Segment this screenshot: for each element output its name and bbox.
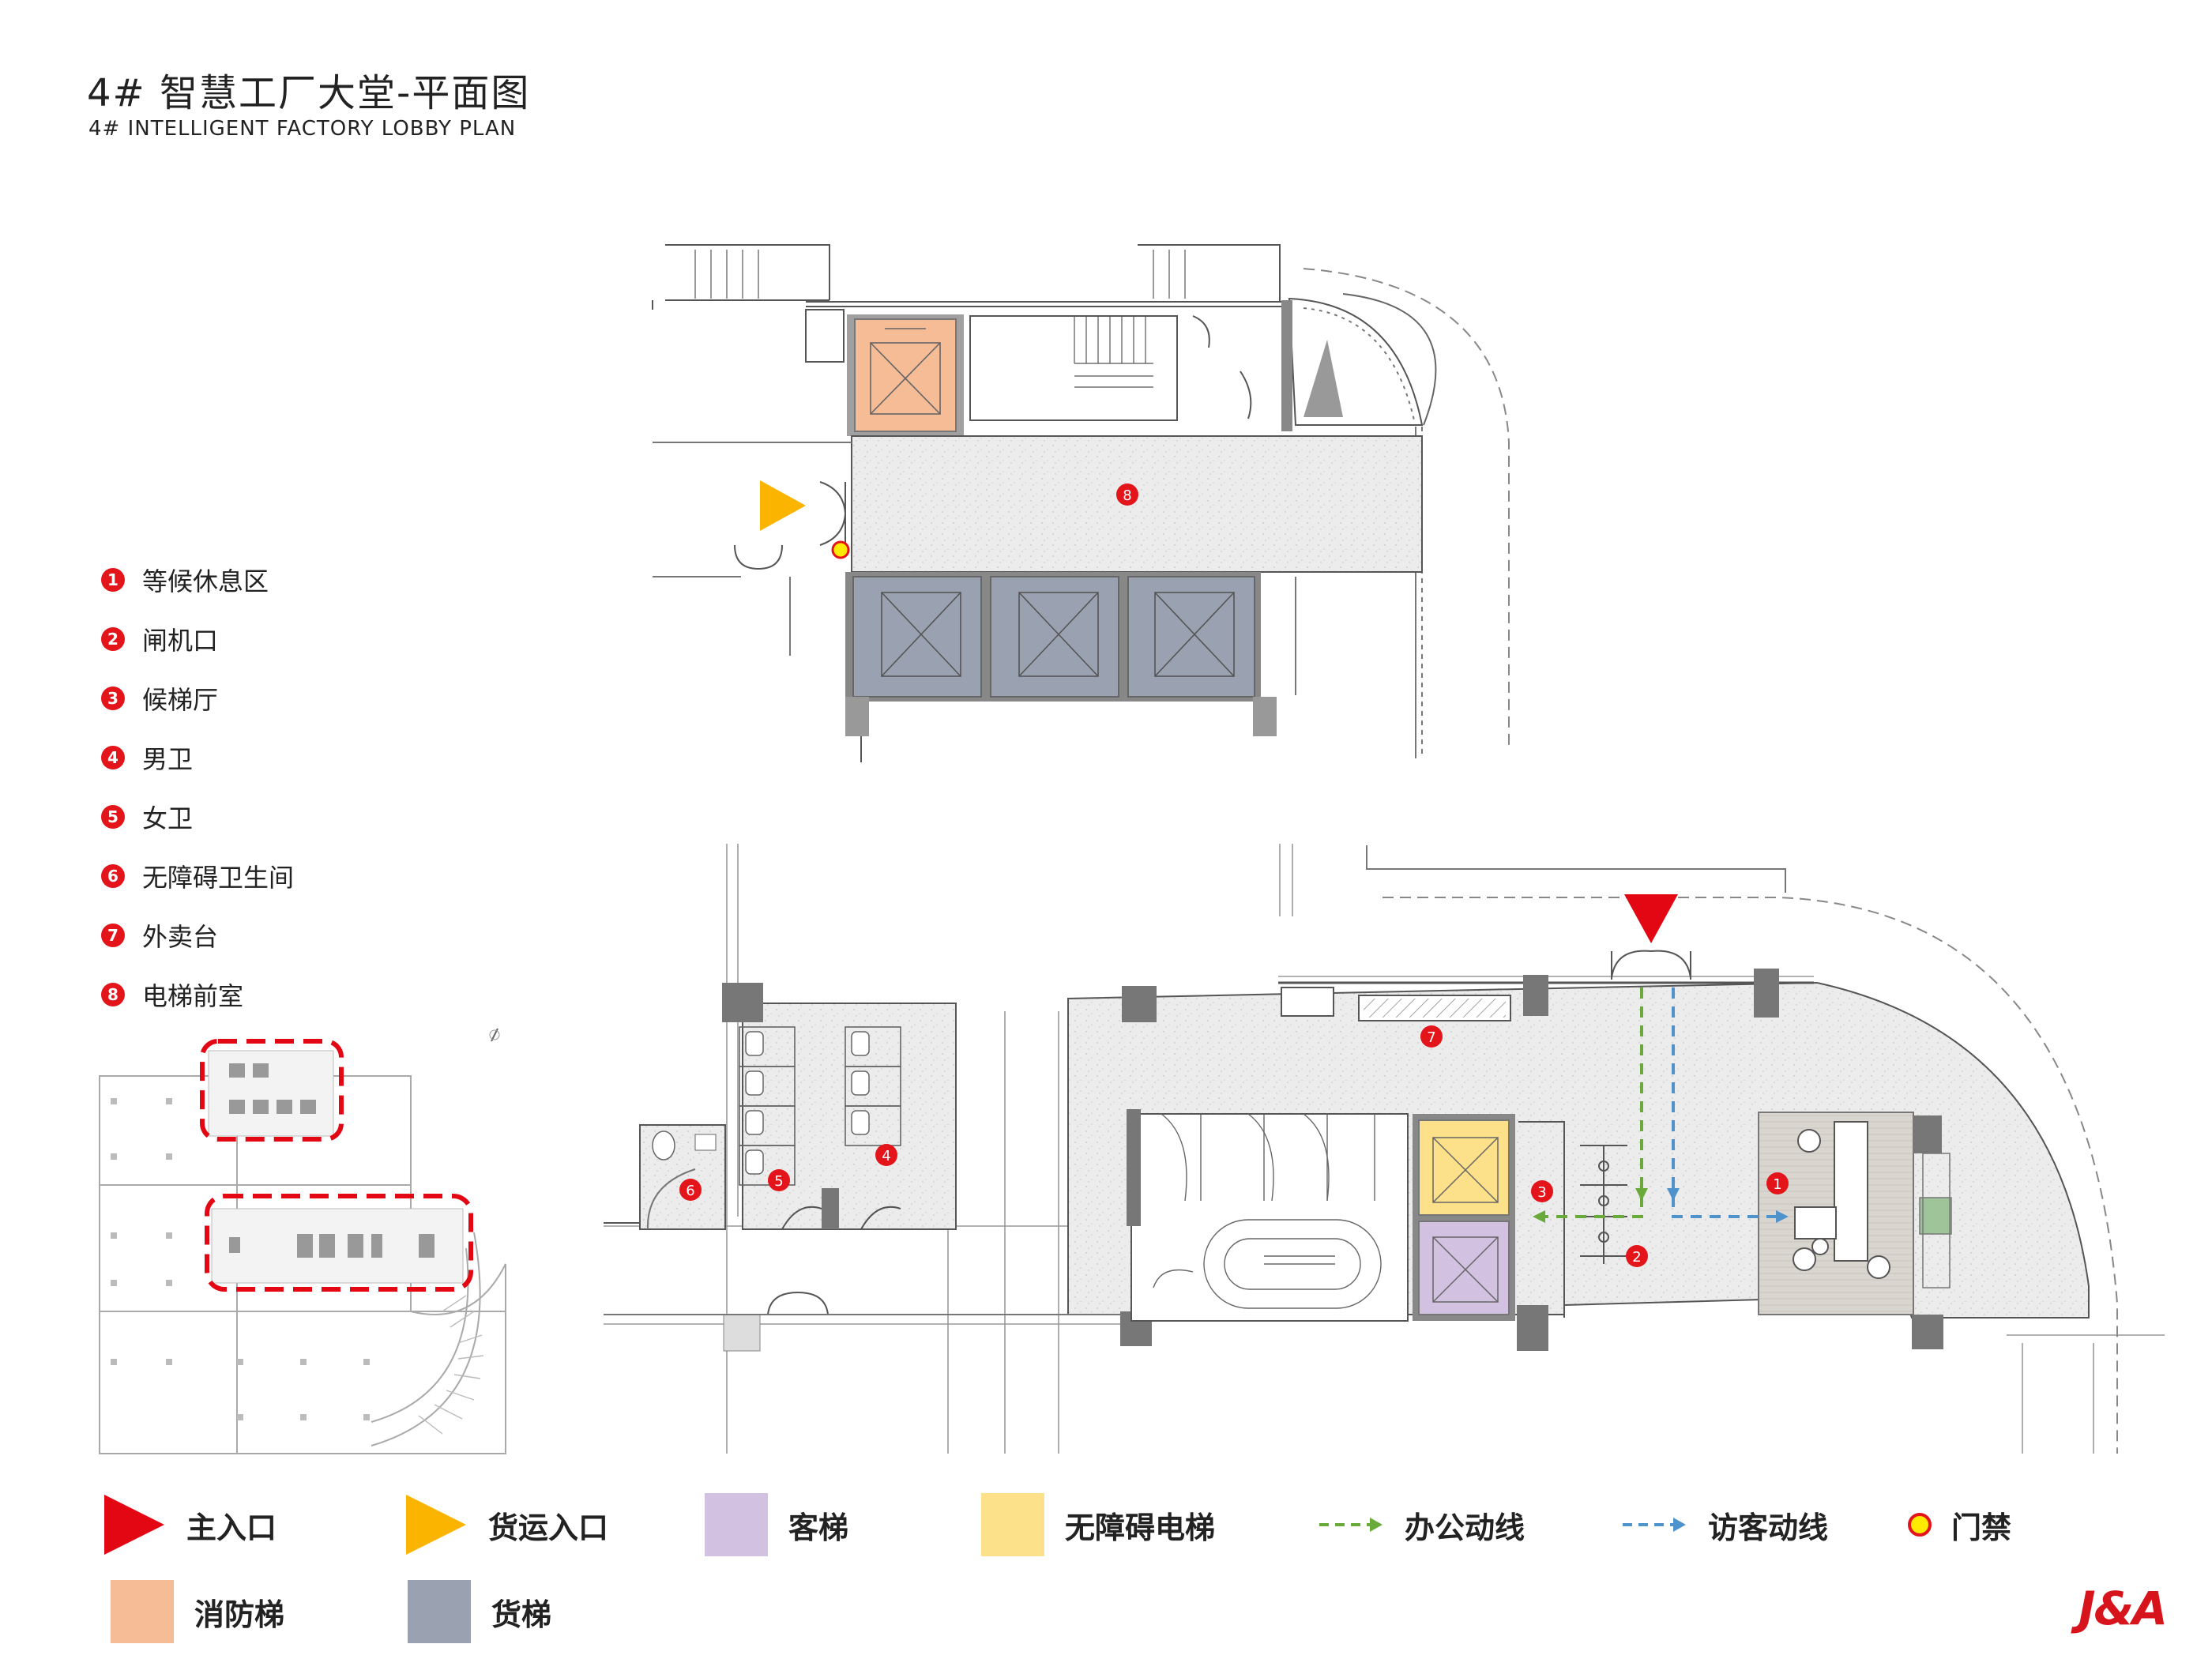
marker-2: 2 xyxy=(1626,1245,1648,1267)
legend-number: 3 xyxy=(101,687,125,710)
lower-plan xyxy=(604,844,2165,1454)
marker-4: 4 xyxy=(875,1144,897,1166)
legend-fire-elevator: 消防梯 xyxy=(111,1580,284,1643)
legend-label: 客梯 xyxy=(788,1510,849,1545)
legend-label: 候梯厅 xyxy=(142,685,219,715)
upper-plan xyxy=(652,244,1510,762)
legend-item: 2 闸机口 xyxy=(101,623,219,656)
company-logo: J&A xyxy=(2078,1582,2168,1635)
legend-freight-elevator: 货梯 xyxy=(408,1580,551,1643)
svg-text:5: 5 xyxy=(774,1173,783,1190)
page-subtitle: 4# INTELLIGENT FACTORY LOBBY PLAN xyxy=(88,117,517,141)
svg-text:8: 8 xyxy=(1123,487,1131,504)
legend-label: 访客动线 xyxy=(1708,1510,1829,1545)
marker-1: 1 xyxy=(1766,1172,1789,1194)
legend-label: 货梯 xyxy=(491,1597,552,1632)
svg-text:2: 2 xyxy=(1632,1249,1641,1266)
freight-elevator-cars xyxy=(852,576,1255,698)
legend-visitor-route: 访客动线 xyxy=(1621,1493,1828,1556)
marker-5: 5 xyxy=(768,1169,790,1191)
legend-main-entrance: 主入口 xyxy=(103,1493,276,1556)
number-markers: 8 7 1 2 3 4 5 6 xyxy=(679,483,1789,1267)
marker-8: 8 xyxy=(1116,483,1138,506)
blue-dashed-arrow-icon xyxy=(1623,1518,1686,1532)
compass-north-icon xyxy=(489,1028,500,1042)
legend-accessible-elevator: 无障碍电梯 xyxy=(981,1493,1215,1556)
legend-label: 门禁 xyxy=(1951,1510,2012,1545)
legend-number: 8 xyxy=(101,983,125,1006)
legend-office-route: 办公动线 xyxy=(1318,1493,1525,1556)
svg-text:4: 4 xyxy=(882,1148,890,1164)
svg-text:1: 1 xyxy=(1773,1176,1781,1193)
legend-access-control: 门禁 xyxy=(1905,1493,2011,1556)
main-entrance-marker xyxy=(1624,894,1678,943)
elevator-lobby-area xyxy=(851,435,1423,573)
svg-text:6: 6 xyxy=(686,1183,694,1199)
legend-label: 主入口 xyxy=(186,1510,277,1545)
legend-label: 无障碍卫生间 xyxy=(142,863,295,893)
marker-6: 6 xyxy=(679,1179,702,1201)
legend-item: 7 外卖台 xyxy=(101,920,219,952)
marker-3: 3 xyxy=(1531,1180,1553,1202)
legend-passenger-elevator: 客梯 xyxy=(705,1493,848,1556)
legend-number: 7 xyxy=(101,924,125,947)
legend-label: 无障碍电梯 xyxy=(1065,1510,1216,1545)
legend-label: 男卫 xyxy=(142,744,194,774)
svg-text:3: 3 xyxy=(1537,1184,1546,1201)
green-dashed-arrow-icon xyxy=(1319,1518,1382,1532)
legend-number: 5 xyxy=(101,805,125,829)
legend-label: 办公动线 xyxy=(1405,1510,1525,1545)
legend-number: 2 xyxy=(101,627,125,651)
legend-label: 货运入口 xyxy=(488,1510,609,1545)
legend-label: 电梯前室 xyxy=(142,981,244,1011)
legend-label: 等候休息区 xyxy=(142,566,269,596)
legend-number: 1 xyxy=(101,568,125,592)
legend-number: 4 xyxy=(101,746,125,769)
legend-label: 外卖台 xyxy=(142,922,219,952)
page-title: 4# 智慧工厂大堂-平面图 xyxy=(87,71,531,115)
freight-entrance-icon xyxy=(406,1495,466,1555)
freight-elevator-swatch xyxy=(408,1580,471,1643)
key-plan xyxy=(99,1028,506,1454)
legend-item: 4 男卫 xyxy=(101,742,194,774)
legend-item: 1 等候休息区 xyxy=(101,564,269,596)
legend-item: 5 女卫 xyxy=(101,801,193,833)
legend-number: 6 xyxy=(101,864,125,888)
marker-7: 7 xyxy=(1420,1025,1443,1048)
svg-text:7: 7 xyxy=(1427,1029,1435,1046)
legend-item: 6 无障碍卫生间 xyxy=(101,860,295,893)
freight-entrance-marker xyxy=(760,480,806,531)
legend-label: 女卫 xyxy=(142,803,194,833)
waiting-area-rug xyxy=(1758,1112,1914,1315)
legend-label: 消防梯 xyxy=(194,1597,285,1632)
accessible-elevator-swatch xyxy=(981,1493,1044,1556)
legend-item: 3 候梯厅 xyxy=(101,683,219,715)
access-control-icon xyxy=(1908,1513,1932,1537)
legend-label: 闸机口 xyxy=(142,626,219,656)
fire-elevator-swatch xyxy=(111,1580,174,1643)
legend-item: 8 电梯前室 xyxy=(101,979,244,1011)
passenger-elevator-swatch xyxy=(705,1493,768,1556)
main-entrance-icon xyxy=(104,1495,164,1555)
legend-freight-entrance: 货运入口 xyxy=(404,1493,608,1556)
access-control-marker xyxy=(831,540,850,559)
